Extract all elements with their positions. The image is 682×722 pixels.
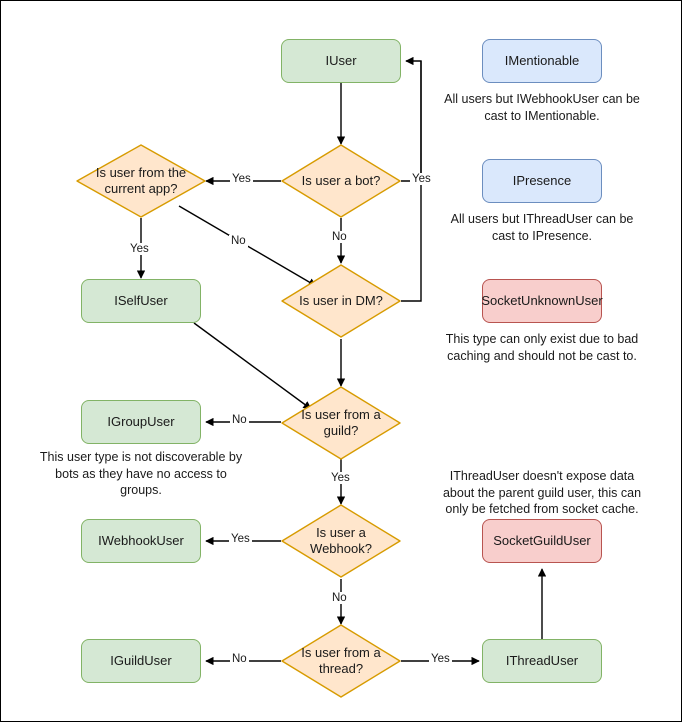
node-is-user-from-a-thread-label: Is user from a thread? bbox=[301, 644, 381, 676]
node-iuser-label: IUser bbox=[325, 52, 357, 68]
edge-isindm-yes-to-iuser bbox=[401, 61, 422, 302]
node-igroupuser-label: IGroupUser bbox=[107, 413, 175, 429]
diamond-shape bbox=[281, 504, 401, 578]
edge-label-thread-no: No bbox=[230, 653, 249, 665]
edge-label-current-app-no: No bbox=[229, 235, 248, 247]
node-is-user-in-dm-label: Is user in DM? bbox=[299, 292, 383, 308]
edge-label-bot-no: No bbox=[330, 231, 349, 243]
node-iselfuser-label: ISelfUser bbox=[114, 292, 168, 308]
edge-label-thread-yes: Yes bbox=[429, 653, 452, 665]
note-socketunknownuser: This type can only exist due to bad cach… bbox=[445, 332, 639, 363]
node-socketguilduser[interactable]: SocketGuildUser bbox=[482, 519, 602, 563]
node-socketunknownuser-label: SocketUnknownUser bbox=[481, 292, 603, 308]
edge-label-webhook-yes: Yes bbox=[229, 533, 252, 545]
note-socketguilduser: IThreadUser doesn't expose data about th… bbox=[442, 469, 642, 516]
node-is-user-a-webhook-label: Is user a Webhook? bbox=[310, 524, 372, 556]
diamond-shape bbox=[281, 624, 401, 698]
node-is-user-from-current-app[interactable]: Is user from the current app? bbox=[76, 144, 206, 218]
node-iguilduser[interactable]: IGuildUser bbox=[81, 639, 201, 683]
note-imentionable: All users but IWebhookUser can be cast t… bbox=[444, 92, 640, 123]
note-igroupuser: This user type is not discoverable by bo… bbox=[39, 450, 243, 497]
edge-label-bot-yes: Yes bbox=[410, 173, 433, 185]
diamond-shape bbox=[76, 144, 206, 218]
node-iguilduser-label: IGuildUser bbox=[110, 652, 172, 668]
edge-isbot-yes-to-iuser bbox=[401, 56, 422, 182]
edge-iselfuser-to-isfromguild bbox=[193, 322, 312, 410]
edge-label-current-app-yes-in: Yes bbox=[230, 173, 253, 185]
node-ithreaduser-label: IThreadUser bbox=[505, 652, 579, 668]
node-igroupuser[interactable]: IGroupUser bbox=[81, 400, 201, 444]
node-iuser[interactable]: IUser bbox=[281, 39, 401, 83]
node-is-user-from-a-guild-label: Is user from a guild? bbox=[301, 406, 381, 438]
diamond-shape bbox=[281, 144, 401, 218]
node-is-user-from-current-app-label: Is user from the current app? bbox=[95, 164, 187, 196]
node-imentionable[interactable]: IMentionable bbox=[482, 39, 602, 83]
node-is-user-a-webhook[interactable]: Is user a Webhook? bbox=[281, 504, 401, 578]
node-ipresence-label: IPresence bbox=[512, 172, 572, 188]
node-socketunknownuser[interactable]: SocketUnknownUser bbox=[481, 279, 603, 323]
node-is-user-from-a-thread[interactable]: Is user from a thread? bbox=[281, 624, 401, 698]
node-iwebhookuser-label: IWebhookUser bbox=[98, 532, 184, 548]
node-is-user-in-dm[interactable]: Is user in DM? bbox=[281, 264, 401, 338]
edge-label-current-app-yes: Yes bbox=[128, 243, 151, 255]
node-ipresence[interactable]: IPresence bbox=[482, 159, 602, 203]
edge-label-guild-no: No bbox=[230, 414, 249, 426]
node-is-user-from-a-guild[interactable]: Is user from a guild? bbox=[281, 386, 401, 460]
node-ithreaduser[interactable]: IThreadUser bbox=[482, 639, 602, 683]
node-imentionable-label: IMentionable bbox=[504, 52, 580, 68]
node-socketguilduser-label: SocketGuildUser bbox=[493, 532, 591, 548]
node-iwebhookuser[interactable]: IWebhookUser bbox=[81, 519, 201, 563]
note-ipresence: All users but IThreadUser can be cast to… bbox=[450, 212, 634, 243]
node-is-user-a-bot[interactable]: Is user a bot? bbox=[281, 144, 401, 218]
node-iselfuser[interactable]: ISelfUser bbox=[81, 279, 201, 323]
edge-label-webhook-no: No bbox=[330, 592, 349, 604]
node-is-user-a-bot-label: Is user a bot? bbox=[301, 172, 381, 188]
edge-label-guild-yes: Yes bbox=[329, 472, 352, 484]
